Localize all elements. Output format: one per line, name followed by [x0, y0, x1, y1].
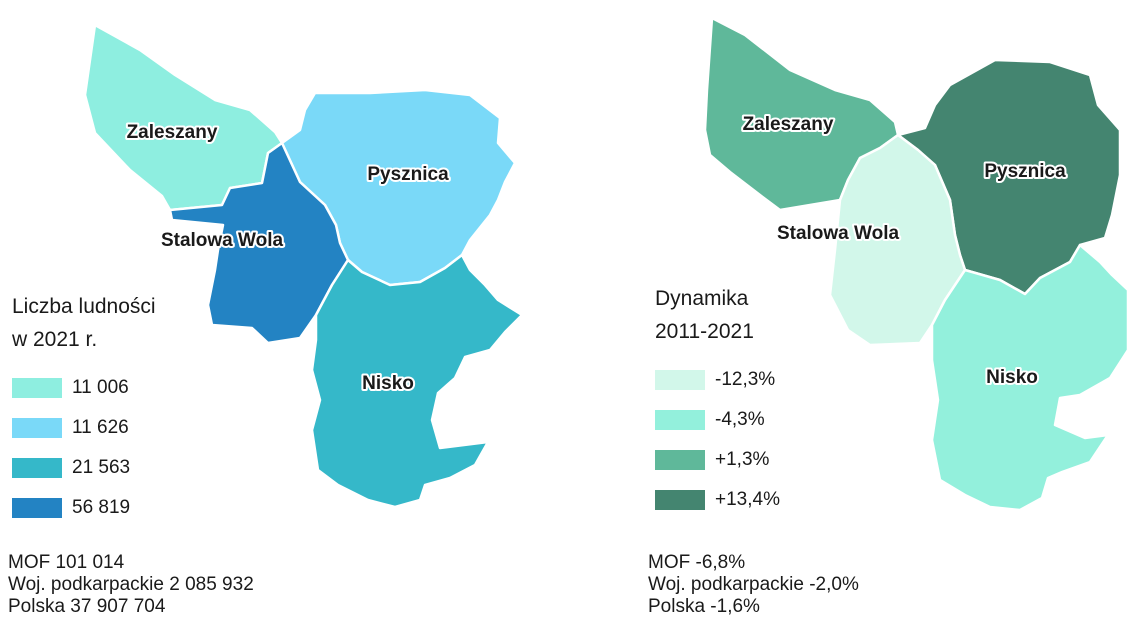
- map-label-pysznica: Pysznica: [367, 164, 449, 185]
- map-label-nisko: Nisko: [362, 373, 414, 394]
- legend-label: 21 563: [72, 457, 131, 478]
- summary-population: MOF 101 014 Woj. podkarpackie 2 085 932 …: [8, 552, 254, 618]
- legend-label: 11 006: [72, 377, 129, 398]
- map-label-nisko: Nisko: [986, 367, 1038, 388]
- map-label-stalowa-wola: Stalowa Wola: [777, 223, 900, 244]
- summary-dynamics: MOF -6,8% Woj. podkarpackie -2,0% Polska…: [648, 552, 859, 618]
- region-stalowa-wola[interactable]: [828, 133, 967, 347]
- region-stalowa-wola[interactable]: [168, 141, 350, 345]
- legend-item: 11 006: [12, 368, 156, 408]
- legend-swatch: [655, 410, 705, 430]
- legend-swatch: [655, 490, 705, 510]
- legend-item: -12,3%: [655, 360, 780, 400]
- legend-label: -12,3%: [715, 369, 776, 390]
- map-label-zaleszany: Zaleszany: [743, 114, 834, 135]
- legend-label: +13,4%: [715, 489, 780, 510]
- legend-items: 11 006 11 626 21 563 56 819: [12, 368, 156, 528]
- map-label-zaleszany: Zaleszany: [127, 122, 218, 143]
- legend-title-line2: 2011-2021: [655, 320, 754, 343]
- legend-item: 11 626: [12, 408, 156, 448]
- legend-swatch: [12, 498, 62, 518]
- legend-item: 21 563: [12, 448, 156, 488]
- summary-voivodeship: Woj. podkarpackie -2,0%: [648, 574, 859, 595]
- summary-mof: MOF -6,8%: [648, 552, 746, 573]
- legend-item: -4,3%: [655, 400, 780, 440]
- legend-title: Dynamika 2011-2021: [655, 282, 780, 348]
- legend-swatch: [655, 450, 705, 470]
- legend-swatch: [655, 370, 705, 390]
- legend-title-line2: w 2021 r.: [12, 328, 98, 351]
- summary-poland: Polska 37 907 704: [8, 596, 166, 617]
- legend-swatch: [12, 418, 62, 438]
- legend-label: 11 626: [72, 417, 129, 438]
- summary-voivodeship: Woj. podkarpackie 2 085 932: [8, 574, 254, 595]
- legend-dynamics: Dynamika 2011-2021 -12,3% -4,3% +1,3% +1…: [655, 282, 780, 520]
- legend-item: 56 819: [12, 488, 156, 528]
- legend-items: -12,3% -4,3% +1,3% +13,4%: [655, 360, 780, 520]
- legend-population: Liczba ludności w 2021 r. 11 006 11 626 …: [12, 290, 156, 528]
- legend-label: 56 819: [72, 497, 131, 518]
- region-nisko[interactable]: [930, 243, 1130, 512]
- summary-mof: MOF 101 014: [8, 552, 125, 573]
- legend-title: Liczba ludności w 2021 r.: [12, 290, 156, 356]
- legend-swatch: [12, 458, 62, 478]
- legend-title-line1: Liczba ludności: [12, 295, 156, 318]
- legend-label: +1,3%: [715, 449, 770, 470]
- legend-swatch: [12, 378, 62, 398]
- map-label-stalowa-wola: Stalowa Wola: [161, 230, 284, 251]
- region-nisko[interactable]: [310, 253, 524, 509]
- map-population: Zaleszany Pysznica Stalowa Wola Nisko: [83, 23, 524, 509]
- legend-label: -4,3%: [715, 409, 765, 430]
- summary-poland: Polska -1,6%: [648, 596, 760, 617]
- legend-item: +13,4%: [655, 480, 780, 520]
- map-dynamics: Zaleszany Pysznica Stalowa Wola Nisko: [703, 16, 1130, 512]
- map-label-pysznica: Pysznica: [984, 161, 1066, 182]
- region-zaleszany[interactable]: [83, 23, 284, 212]
- legend-item: +1,3%: [655, 440, 780, 480]
- legend-title-line1: Dynamika: [655, 287, 749, 310]
